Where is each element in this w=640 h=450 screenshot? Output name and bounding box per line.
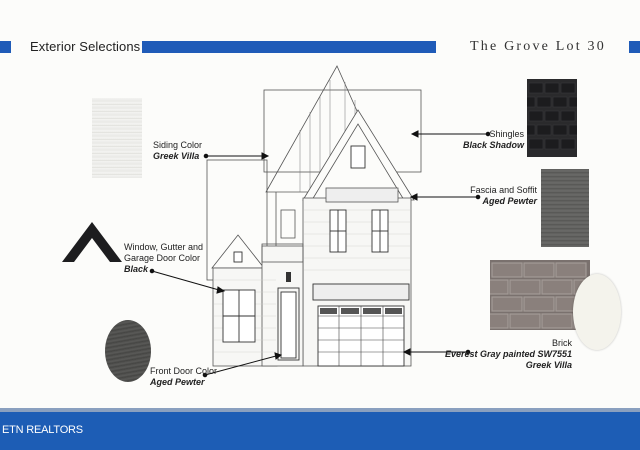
greek-villa-paint-swatch	[573, 274, 621, 350]
shingles-label: Shingles Black Shadow	[444, 129, 524, 151]
header-accent-bar-right	[629, 41, 640, 53]
brokerage-name: ETN REALTORS	[2, 424, 83, 436]
header-accent-bar-left	[0, 41, 11, 53]
front-door-title: Front Door Color	[150, 366, 218, 376]
page-title: Exterior Selections	[30, 39, 141, 54]
siding-color-label: Siding Color Greek Villa	[153, 140, 202, 162]
brick-label: Brick Everest Gray painted SW7551 Greek …	[440, 338, 572, 371]
footer-divider	[0, 408, 640, 412]
window-gutter-garage-label: Window, Gutter and Garage Door Color Bla…	[124, 242, 203, 275]
header-accent-bar-middle	[142, 41, 436, 53]
shingles-swatch	[527, 79, 577, 157]
window-trim-swatch	[62, 222, 122, 262]
brick-value-line-1: Everest Gray painted SW7551	[444, 349, 572, 359]
fascia-title: Fascia and Soffit	[470, 185, 537, 195]
siding-color-value: Greek Villa	[153, 151, 200, 161]
brick-title: Brick	[552, 338, 572, 348]
shingle-texture	[527, 82, 577, 150]
window-color-value: Black	[124, 264, 149, 274]
fascia-soffit-swatch	[541, 169, 589, 247]
shingles-title: Shingles	[489, 129, 524, 139]
front-door-color-label: Front Door Color Aged Pewter	[150, 366, 217, 388]
siding-color-title: Siding Color	[153, 140, 203, 150]
lot-title: The Grove Lot 30	[470, 39, 606, 54]
footer-bar: ETN REALTORS	[0, 412, 640, 450]
shingles-value: Black Shadow	[462, 140, 524, 150]
window-label-line-1: Window, Gutter and	[124, 242, 204, 252]
brick-value-line-2: Greek Villa	[525, 360, 572, 370]
front-door-color-swatch	[105, 320, 151, 382]
fascia-value: Aged Pewter	[482, 196, 537, 206]
front-door-value: Aged Pewter	[150, 377, 205, 387]
siding-color-swatch	[92, 98, 142, 178]
fascia-soffit-label: Fascia and Soffit Aged Pewter	[446, 185, 537, 207]
window-label-line-2: Garage Door Color	[124, 253, 201, 263]
